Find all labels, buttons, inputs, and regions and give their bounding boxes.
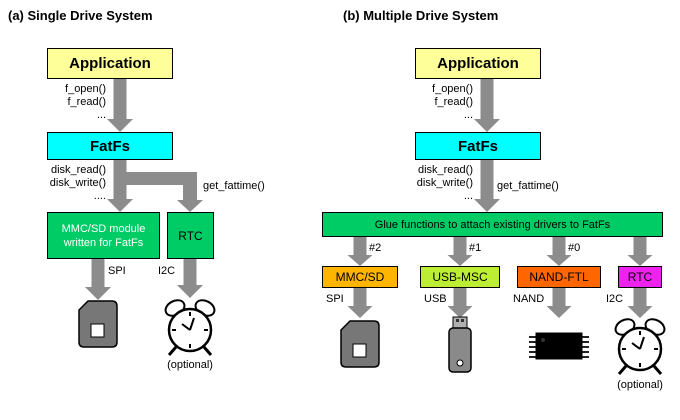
application-box-a: Application: [47, 48, 173, 79]
get-fattime-label-a: get_fattime(): [203, 180, 265, 192]
call-label: f_open(): [65, 83, 106, 95]
sd-card-icon: [340, 320, 380, 368]
mmc-module-box: MMC/SD module written for FatFs: [47, 212, 160, 259]
arrow-b-rtc-to-clock: [627, 288, 653, 318]
optional-label-a: (optional): [167, 359, 213, 371]
disk-calls-a: disk_read() disk_write() ....: [18, 164, 106, 203]
sd-card-icon: [78, 300, 118, 348]
driver-box-mmcsd: MMC/SD: [322, 266, 398, 288]
arrow-a-getfattime-branch: [120, 172, 203, 212]
rtc-box-a: RTC: [167, 212, 214, 259]
nand-label-b: NAND: [513, 293, 545, 305]
call-label: f_open(): [432, 83, 473, 95]
mmc-module-line2: written for FatFs: [63, 236, 144, 249]
disk-calls-b: disk_read() disk_write() ...: [385, 164, 473, 203]
call-label: ...: [463, 190, 473, 202]
call-label: disk_write(): [416, 177, 473, 189]
glue-functions-box: Glue functions to attach existing driver…: [322, 212, 663, 237]
usb-stick-icon: [448, 316, 472, 373]
i2c-label-b: I2C: [606, 293, 624, 305]
optional-label-b: (optional): [617, 379, 663, 391]
call-label: disk_read(): [50, 164, 106, 176]
call-label: f_read(): [67, 96, 106, 108]
mmc-module-line1: MMC/SD module: [61, 222, 146, 235]
alarm-clock-icon: [164, 299, 216, 356]
call-label: ...: [463, 109, 473, 121]
arrow-b-app-to-fatfs: [474, 79, 500, 132]
call-label: ....: [93, 190, 106, 202]
usb-label-b: USB: [424, 293, 447, 305]
arrow-b-mmcsd-to-sdcard: [347, 288, 373, 318]
fatfs-box-a: FatFs: [47, 132, 173, 160]
arrow-a-rtc-to-clock: [177, 259, 203, 298]
arrow-b-glue-to-rtc: [627, 237, 653, 266]
call-label: disk_write(): [49, 177, 106, 189]
application-box-b: Application: [415, 48, 541, 79]
arrow-b-usbmsc-to-stick: [447, 288, 473, 318]
spi-label-b: SPI: [326, 293, 344, 305]
spi-label-a: SPI: [108, 265, 126, 277]
arrow-a-app-to-fatfs: [107, 79, 133, 132]
app-calls-b: f_open() f_read() ...: [385, 83, 473, 122]
nand-chip-icon: [529, 332, 589, 360]
call-label: disk_read(): [417, 164, 473, 176]
driver-box-nandftl: NAND-FTL: [517, 266, 601, 288]
get-fattime-label-b: get_fattime(): [497, 180, 559, 192]
call-label: ...: [96, 109, 106, 121]
alarm-clock-icon: [614, 318, 666, 375]
driver-box-usbmsc: USB-MSC: [420, 266, 500, 288]
drive-number-1: #1: [469, 242, 482, 254]
call-label: f_read(): [434, 96, 473, 108]
fatfs-box-b: FatFs: [415, 132, 541, 160]
arrow-a-fatfs-to-module: [107, 160, 133, 212]
drive-number-2: #2: [369, 242, 382, 254]
arrow-b-nandftl-to-chip: [546, 288, 572, 318]
diagram-a-title: (a) Single Drive System: [8, 8, 153, 23]
app-calls-a: f_open() f_read() ...: [18, 83, 106, 122]
drive-number-0: #0: [568, 242, 581, 254]
i2c-label-a: I2C: [158, 265, 176, 277]
diagram-b-title: (b) Multiple Drive System: [343, 8, 499, 23]
driver-box-rtc: RTC: [618, 266, 662, 288]
